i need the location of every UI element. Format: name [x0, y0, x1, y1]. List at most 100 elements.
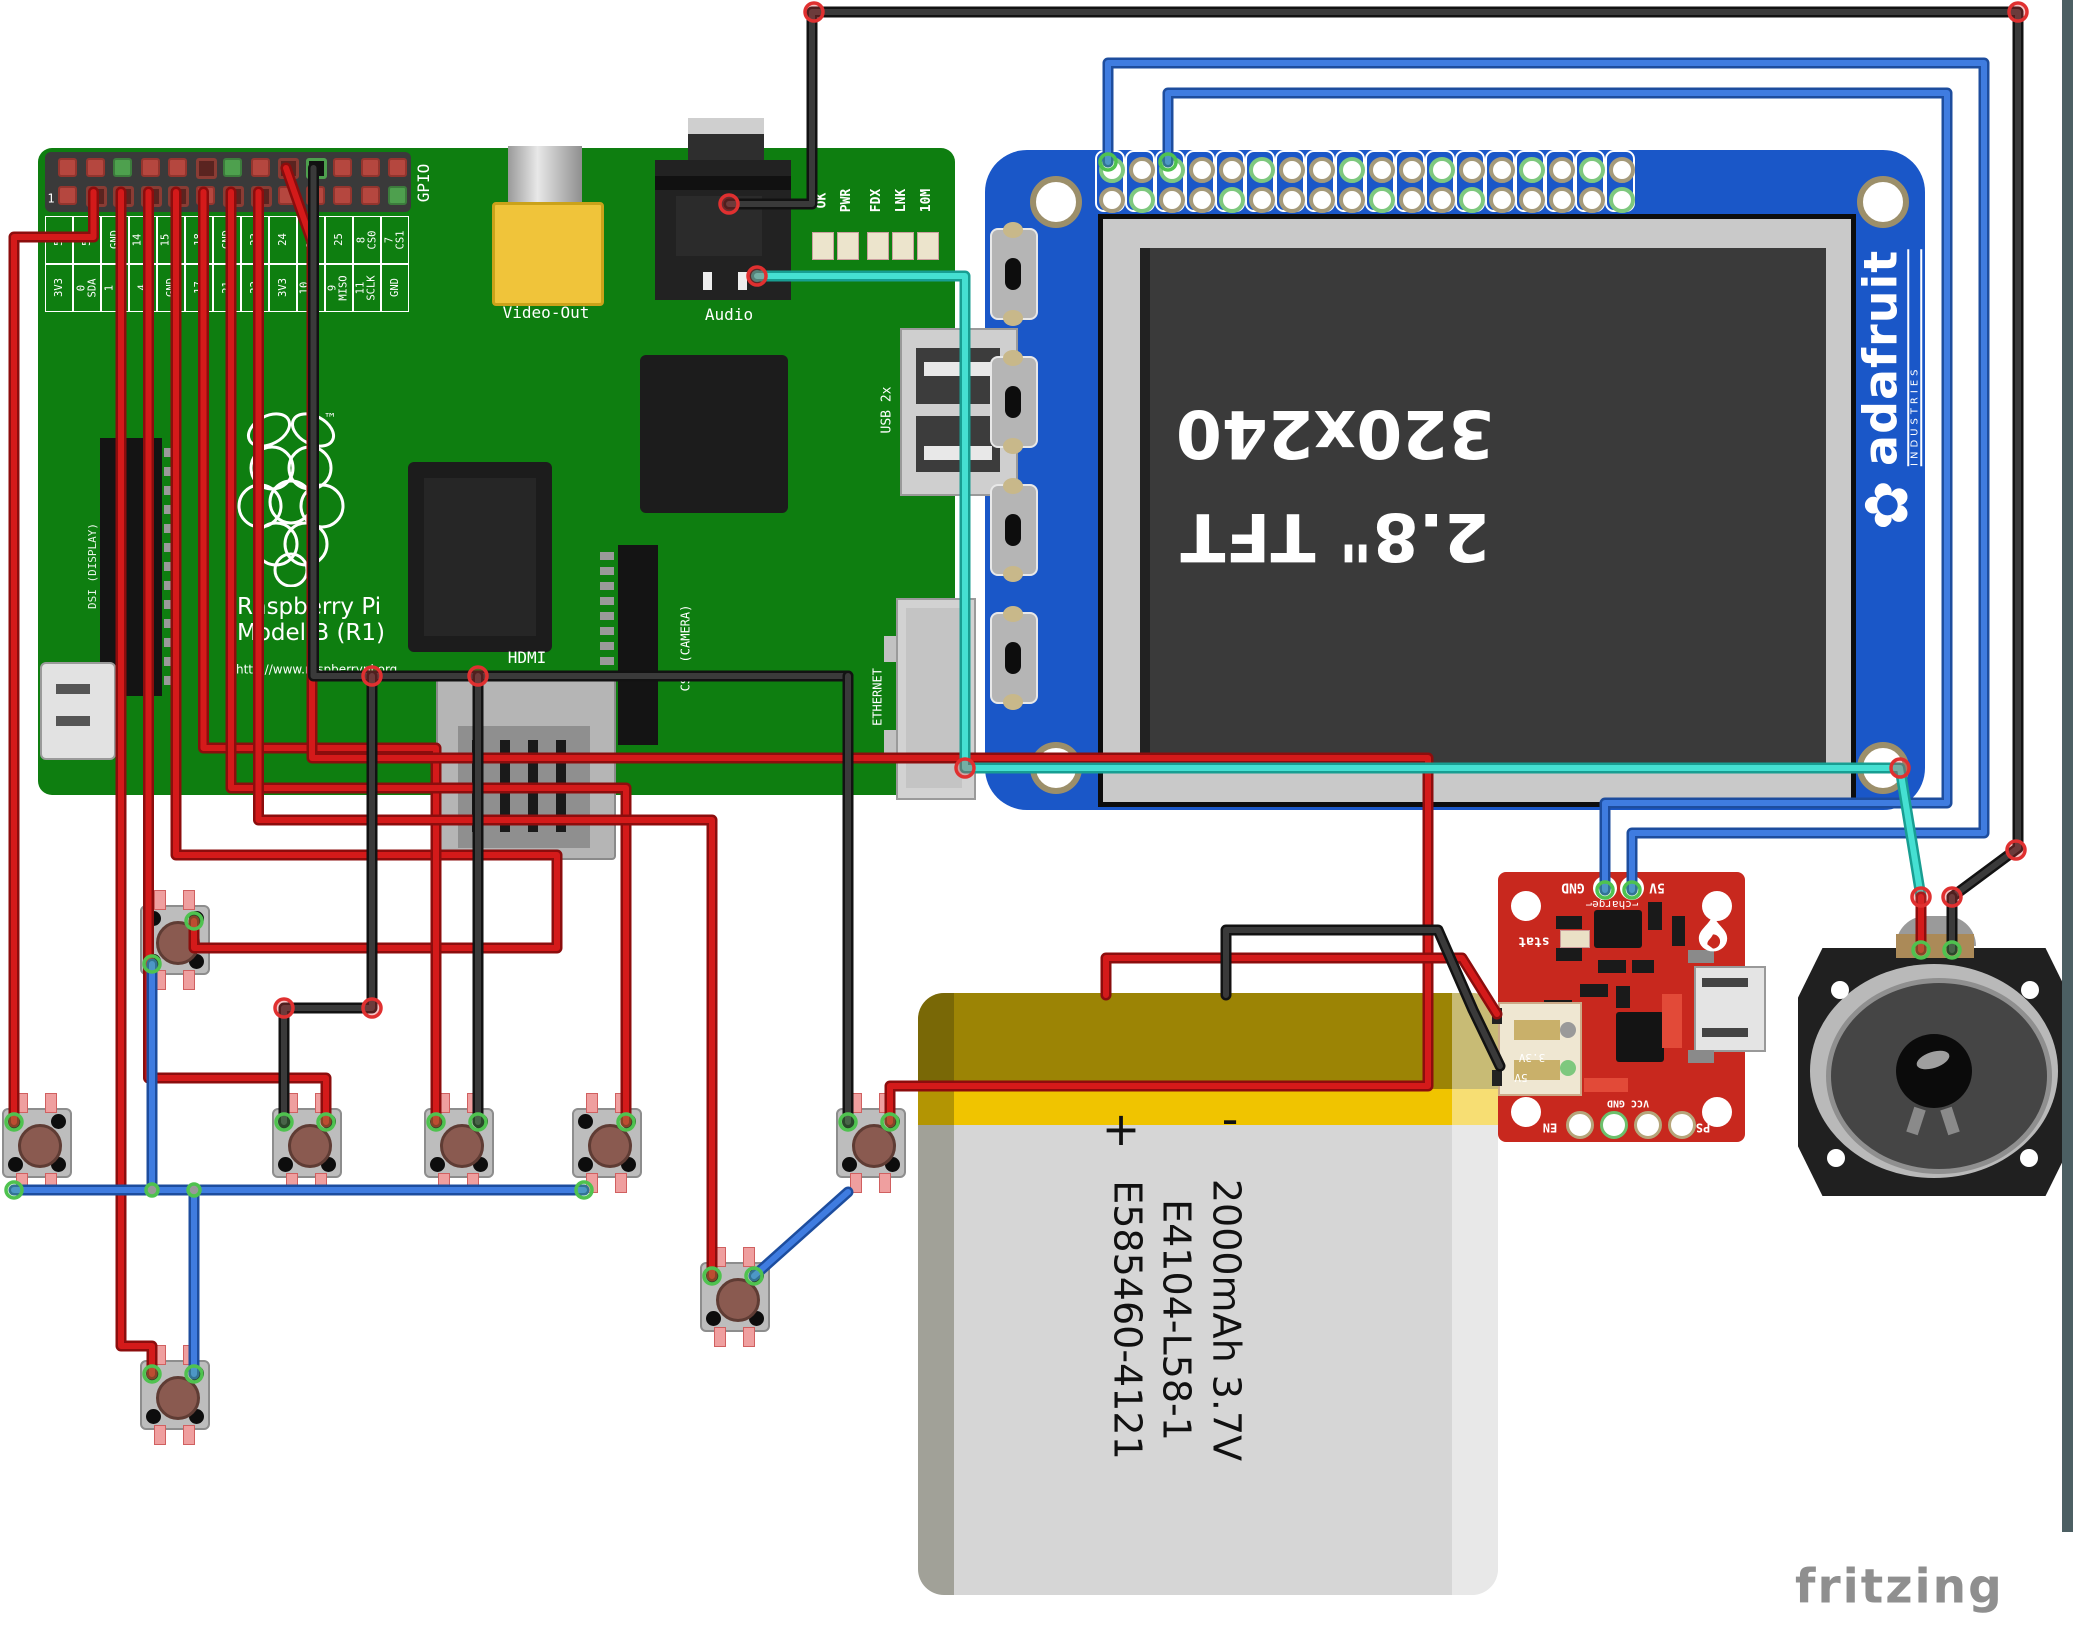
wire-audio-black[interactable] [726, 9, 2021, 900]
tft-header-pin[interactable] [1129, 157, 1155, 183]
charger-usb-tab [1688, 950, 1714, 963]
tft-header-pin[interactable] [1279, 157, 1305, 183]
tft-header-pin[interactable] [1429, 157, 1455, 183]
tft-header-pin[interactable] [1489, 187, 1515, 213]
gpio-pad[interactable] [58, 158, 77, 177]
wire-gpio-red-8 [280, 162, 1434, 1128]
pi-csi-stripe [600, 567, 614, 575]
gpio-pad[interactable] [85, 158, 105, 177]
tft-header-pin[interactable] [1549, 187, 1575, 213]
tft-header-pin[interactable] [1159, 187, 1185, 213]
charger-pin-gnd2 [1634, 1111, 1662, 1139]
pi-csi-stripe [600, 552, 614, 560]
gpio-pad[interactable] [388, 158, 407, 177]
ethernet-tab [884, 636, 896, 662]
wire-junction [144, 1182, 160, 1198]
charger-smd [1598, 960, 1626, 973]
wire-junction [702, 1266, 722, 1286]
tft-header-pin[interactable] [1099, 187, 1125, 213]
tft-header-pin[interactable] [1249, 187, 1275, 213]
gpio-pad[interactable] [58, 186, 77, 205]
tft-header-pin[interactable] [1429, 187, 1455, 213]
wire-junction [744, 1266, 764, 1286]
wire-gpio-red-4[interactable] [173, 189, 560, 951]
button-leg [743, 1327, 755, 1347]
charger-smd [1580, 984, 1608, 997]
gpio-pad[interactable] [333, 158, 352, 177]
tft-header-pin[interactable] [1339, 157, 1365, 183]
tft-header-pin[interactable] [1519, 187, 1545, 213]
wire-junction [880, 1112, 900, 1132]
hdmi-label: HDMI [507, 648, 547, 668]
wire-gpio-red-2[interactable] [118, 189, 155, 1377]
wire-battery-black[interactable] [1223, 927, 1503, 1069]
wire-gpio-red-5[interactable] [200, 189, 439, 1125]
wire-junction [142, 954, 162, 974]
wire-battery-red[interactable] [1103, 955, 1500, 1017]
tft-header-pin[interactable] [1129, 187, 1155, 213]
gpio-pin-cell: 3V3 [45, 264, 73, 312]
tft-header-pin[interactable] [1219, 187, 1245, 213]
gpio-pad[interactable] [223, 158, 242, 177]
tft-side-button[interactable] [990, 222, 1038, 326]
button-leg [743, 1247, 755, 1267]
tft-header-pin[interactable] [1369, 157, 1395, 183]
tft-header-pin[interactable] [1579, 187, 1605, 213]
wire-tft-gnd[interactable] [1165, 90, 1950, 893]
push-button-b[interactable] [2, 1093, 72, 1193]
wire-gpio-red-6[interactable] [228, 189, 629, 1125]
gpio-pad[interactable] [140, 158, 160, 177]
gpio-pad[interactable] [360, 186, 380, 205]
wire-gpio-red-7[interactable] [255, 189, 715, 1279]
wire-gpio-red-8[interactable] [283, 165, 1431, 1125]
tft-header-pin[interactable] [1459, 157, 1485, 183]
pi-csi-stripe [600, 627, 614, 635]
tft-header-pin[interactable] [1309, 157, 1335, 183]
tft-side-button[interactable] [990, 478, 1038, 582]
tft-header-pin[interactable] [1609, 187, 1635, 213]
wire-gpio-red-3[interactable] [145, 189, 329, 1125]
tft-header-pin[interactable] [1369, 187, 1395, 213]
wire-blue-btn-h[interactable] [751, 1189, 851, 1279]
tft-header-pin[interactable] [1399, 187, 1425, 213]
tft-header-pin[interactable] [1339, 187, 1365, 213]
tft-header-pin[interactable] [1519, 157, 1545, 183]
tft-header-pin[interactable] [1549, 157, 1575, 183]
wire-gpio-black-main[interactable] [310, 165, 851, 679]
wire-audio-cyan[interactable] [754, 273, 1924, 900]
tft-side-button[interactable] [990, 606, 1038, 710]
battery-left-shade [918, 993, 954, 1595]
gpio-pad[interactable] [195, 158, 217, 179]
gpio-pad[interactable] [360, 158, 380, 177]
button-pin [842, 1157, 857, 1172]
pi-csi-stripe [600, 597, 614, 605]
wire-tft-5v[interactable] [1105, 60, 1987, 893]
wire-gpio-red-1[interactable] [11, 189, 97, 1125]
lipo-battery[interactable] [918, 993, 1498, 1595]
gpio-pad[interactable] [168, 158, 187, 177]
tft-side-button[interactable] [990, 350, 1038, 454]
gpio-pad[interactable] [113, 158, 132, 177]
push-button-e[interactable] [572, 1093, 642, 1193]
wire-black-branch-c[interactable] [281, 673, 375, 1125]
charger-smd [1632, 960, 1654, 973]
tft-header-pin[interactable] [1609, 157, 1635, 183]
gpio-pad[interactable] [333, 186, 352, 205]
tft-header-pin[interactable] [1489, 157, 1515, 183]
gpio-pad[interactable] [250, 158, 270, 177]
charger-hole [1702, 1097, 1732, 1127]
tft-header-pin[interactable] [1459, 187, 1485, 213]
tft-header-pin[interactable] [1279, 187, 1305, 213]
tft-header-pin[interactable] [1399, 157, 1425, 183]
tft-header-pin[interactable] [1579, 157, 1605, 183]
wire-junction [1098, 152, 1118, 172]
wire-gpio-red-5 [198, 186, 442, 1128]
tft-header-pin[interactable] [1189, 187, 1215, 213]
gpio-pin-cell: GND [381, 264, 409, 312]
tft-header-pin[interactable] [1219, 157, 1245, 183]
gpio-pad[interactable] [388, 186, 407, 205]
wire-junction [274, 1112, 294, 1132]
tft-header-pin[interactable] [1249, 157, 1275, 183]
tft-header-pin[interactable] [1309, 187, 1335, 213]
tft-header-pin[interactable] [1189, 157, 1215, 183]
